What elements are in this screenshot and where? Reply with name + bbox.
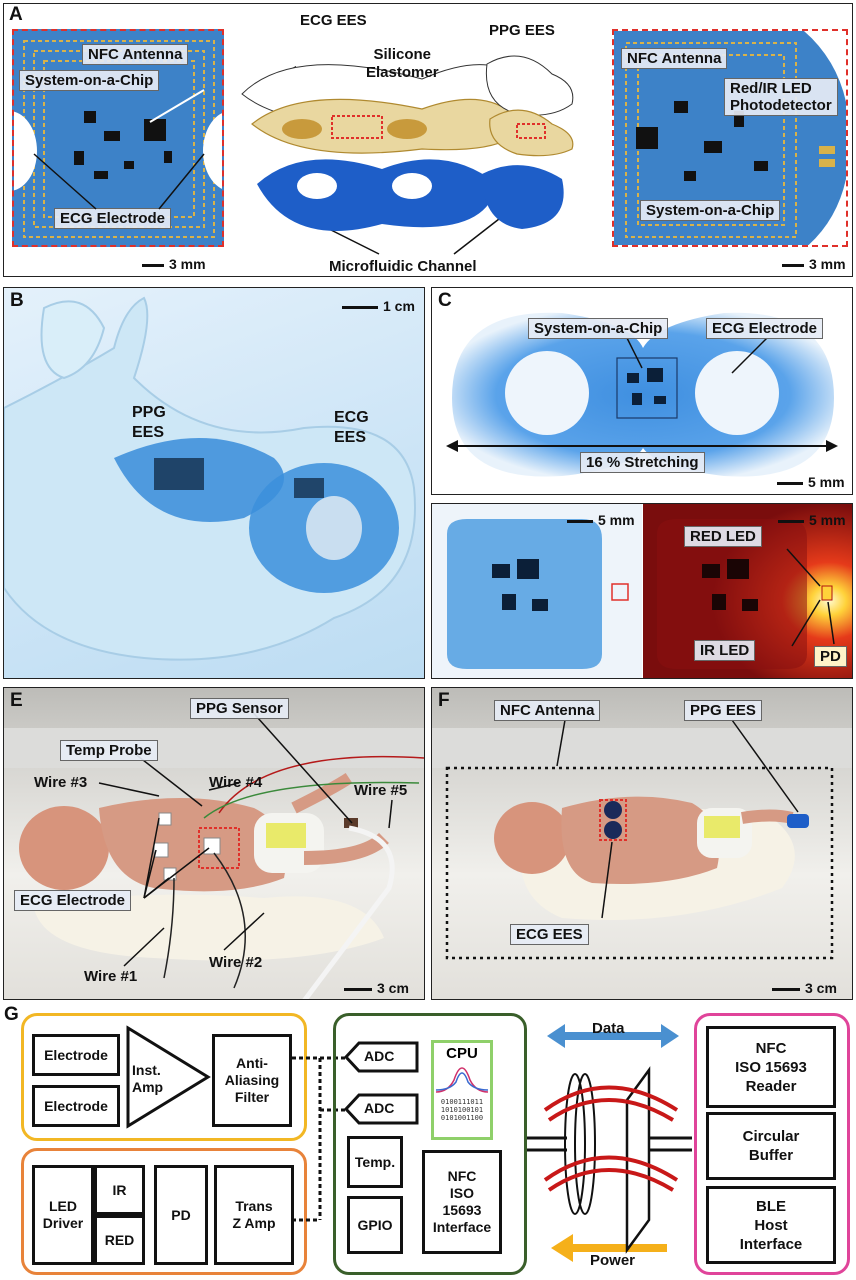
a-ecg-electrode: ECG Electrode — [54, 208, 172, 229]
g-adc-shapes — [343, 1041, 419, 1125]
hand-model-illustration — [4, 296, 416, 661]
a-scale-right: 3 mm — [782, 256, 846, 272]
g-nfc-reader: NFC ISO 15693 Reader — [706, 1026, 836, 1108]
neonate-wireless-illustration — [432, 719, 852, 960]
a-led-photodetector: Red/IR LED Photodetector — [724, 78, 838, 116]
g-cpu-waveform-icon — [435, 1067, 489, 1093]
g-reader-group — [694, 1013, 850, 1275]
g-ble-host-interface: BLE Host Interface — [706, 1186, 836, 1264]
g-data-label: Data — [592, 1020, 625, 1037]
f-ppg-ees: PPG EES — [684, 700, 762, 721]
g-cpu-binary: 0100111011 1010100101 0101001100 — [440, 1098, 484, 1122]
g-adc-2: ADC — [364, 1100, 395, 1116]
a-nfc-antenna-left: NFC Antenna — [82, 44, 189, 65]
panel-g-label: G — [4, 1004, 19, 1025]
e-ecg-electrode: ECG Electrode — [14, 890, 132, 911]
g-ppg-frontend-group — [21, 1148, 307, 1275]
g-soc-group — [333, 1013, 527, 1275]
ecg-device-photo — [12, 29, 224, 247]
g-led-driver: LED Driver — [32, 1165, 94, 1265]
g-electrode-1: Electrode — [32, 1034, 120, 1076]
g-cpu-block: CPU 0100111011 1010100101 0101001100 — [431, 1040, 493, 1140]
c-stretching: 16 % Stretching — [580, 452, 705, 473]
panel-b: B PPG EES ECG EES 1 cm — [3, 287, 425, 679]
g-pd: PD — [154, 1165, 208, 1265]
ecg-device-circuit — [14, 40, 222, 238]
b-scale: 1 cm — [342, 298, 415, 314]
e-wire1: Wire #1 — [84, 968, 138, 985]
d-red-led: RED LED — [684, 526, 762, 547]
d-pd: PD — [814, 646, 847, 667]
g-electrode-2: Electrode — [32, 1085, 120, 1127]
b-ppg-ees: PPG EES — [132, 404, 166, 441]
d-ir-led: IR LED — [694, 640, 756, 661]
c-ecg-electrode: ECG Electrode — [706, 318, 824, 339]
a-nfc-antenna-right: NFC Antenna — [621, 48, 728, 69]
e-wire4: Wire #4 — [209, 774, 263, 791]
g-power-label: Power — [590, 1252, 636, 1269]
d-scale-left: 5 mm — [567, 512, 635, 528]
e-ppg-sensor: PPG Sensor — [190, 698, 289, 719]
f-nfc-antenna: NFC Antenna — [494, 700, 601, 721]
panel-d: D 5 mm 5 mm RED LED IR LED PD — [431, 503, 853, 679]
a-silicone-elastomer: Silicone Elastomer — [366, 46, 439, 81]
d-scale-right: 5 mm — [778, 512, 846, 528]
c-scale: 5 mm — [777, 474, 845, 490]
g-nfc-coupling-illustration — [527, 1024, 692, 1262]
panel-e: E PPG Sensor Temp Probe Wire #3 Wire — [3, 687, 425, 1000]
neonate-wired-illustration — [4, 707, 424, 999]
g-trans-z-amp: Trans Z Amp — [214, 1165, 294, 1265]
g-nfc-interface: NFC ISO 15693 Interface — [422, 1150, 502, 1254]
panel-f: F NFC Antenna PPG EES ECG EES 3 cm — [431, 687, 853, 1000]
g-cpu-label: CPU — [446, 1045, 478, 1062]
g-inst-amp-triangle — [126, 1025, 211, 1129]
panel-b-label: B — [10, 290, 24, 311]
g-ir: IR — [94, 1165, 145, 1215]
e-wire2: Wire #2 — [209, 954, 263, 971]
a-microfluidic-channel: Microfluidic Channel — [329, 258, 477, 275]
a-soc-right: System-on-a-Chip — [640, 200, 781, 221]
panel-c: C System-on-a-Chip ECG Electrode 16 % St… — [431, 287, 853, 495]
a-ppg-ees-title: PPG EES — [489, 22, 555, 39]
stretched-ecg-device — [446, 312, 838, 477]
c-soc: System-on-a-Chip — [528, 318, 669, 339]
a-scale-left: 3 mm — [142, 256, 206, 272]
e-scale: 3 cm — [344, 980, 409, 996]
e-temp-probe: Temp Probe — [60, 740, 158, 761]
f-ecg-ees: ECG EES — [510, 924, 589, 945]
panel-e-label: E — [10, 690, 23, 711]
panel-c-label: C — [438, 290, 452, 311]
g-red: RED — [94, 1215, 145, 1265]
f-scale: 3 cm — [772, 980, 837, 996]
e-wire5: Wire #5 — [354, 782, 408, 799]
g-anti-aliasing-filter: Anti- Aliasing Filter — [212, 1034, 292, 1127]
panel-f-label: F — [438, 690, 450, 711]
led-illumination-illustration — [432, 504, 852, 678]
a-ecg-ees-title: ECG EES — [300, 12, 367, 29]
a-soc-left: System-on-a-Chip — [19, 70, 160, 91]
g-temp: Temp. — [347, 1136, 403, 1188]
g-adc-1: ADC — [364, 1048, 395, 1064]
g-ecg-frontend-group — [21, 1013, 307, 1141]
g-circular-buffer: Circular Buffer — [706, 1112, 836, 1180]
g-gpio: GPIO — [347, 1196, 403, 1254]
b-ecg-ees: ECG EES — [334, 409, 369, 446]
e-wire3: Wire #3 — [34, 774, 88, 791]
panel-a: A NFC Antenna System-on-a-Chip ECG Elect… — [3, 3, 853, 277]
g-inst-amp: Inst. Amp — [132, 1062, 164, 1095]
exploded-device-illustration — [241, 55, 574, 231]
panel-a-label: A — [9, 4, 23, 25]
